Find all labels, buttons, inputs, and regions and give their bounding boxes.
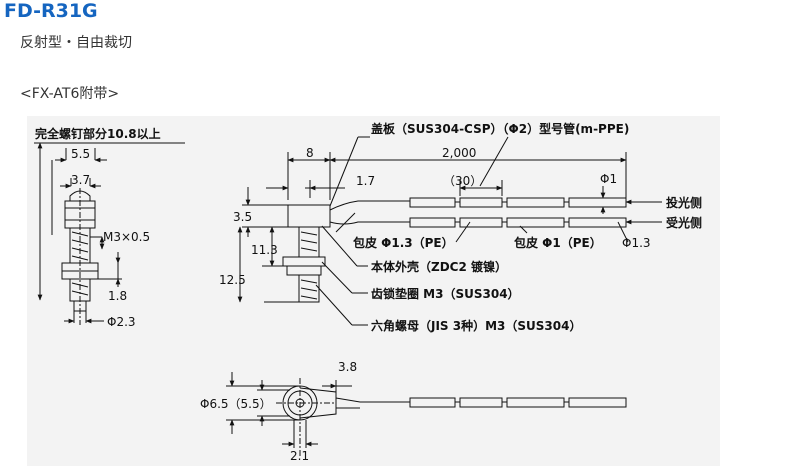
screw-length-note: 完全螺钉部分10.8以上 xyxy=(35,126,161,141)
fiber-diameter: Φ1 xyxy=(600,172,617,186)
dim-30: （30） xyxy=(443,174,482,188)
nut-label: 六角螺母（JIS 3种）M3（SUS304） xyxy=(371,318,581,333)
dim-12-5: 12.5 xyxy=(219,273,246,287)
receiver-label: 受光侧 xyxy=(666,215,702,230)
cover-label: 盖板（SUS304-CSP）（Φ2）型号管(m-PPE) xyxy=(371,121,629,136)
head-diameter: Φ6.5（5.5） xyxy=(200,397,272,411)
thread-spec: M3×0.5 xyxy=(103,230,150,244)
section-label: <FX-AT6附带> xyxy=(20,86,120,102)
dim-3-5: 3.5 xyxy=(233,210,252,224)
emitter-label: 投光侧 xyxy=(666,195,702,210)
dim-1-7: 1.7 xyxy=(356,174,375,188)
sheath-diameter: Φ1.3 xyxy=(622,236,651,250)
dim-2-1: 2.1 xyxy=(290,449,309,463)
tip-diameter: Φ2.3 xyxy=(107,315,136,329)
dim-2000: 2,000 xyxy=(442,146,476,160)
dim-8: 8 xyxy=(306,146,314,160)
dim-1-8: 1.8 xyxy=(108,289,127,303)
dim-3-7: 3.7 xyxy=(71,173,90,187)
dim-5-5: 5.5 xyxy=(71,147,90,161)
body-label: 本体外壳（ZDC2 镀镍） xyxy=(371,259,507,274)
drawing-panel xyxy=(27,116,720,466)
dim-3-8: 3.8 xyxy=(338,360,357,374)
washer-label: 齿锁垫圈 M3（SUS304） xyxy=(371,286,520,301)
sheath-label-1: 包皮 Φ1（PE） xyxy=(513,235,602,250)
sheath-label-1-3: 包皮 Φ1.3（PE） xyxy=(352,235,454,250)
dim-11-3: 11.3 xyxy=(251,243,278,257)
page-title: FD-R31G xyxy=(4,0,98,22)
page-subtitle: 反射型・自由裁切 xyxy=(20,35,132,51)
